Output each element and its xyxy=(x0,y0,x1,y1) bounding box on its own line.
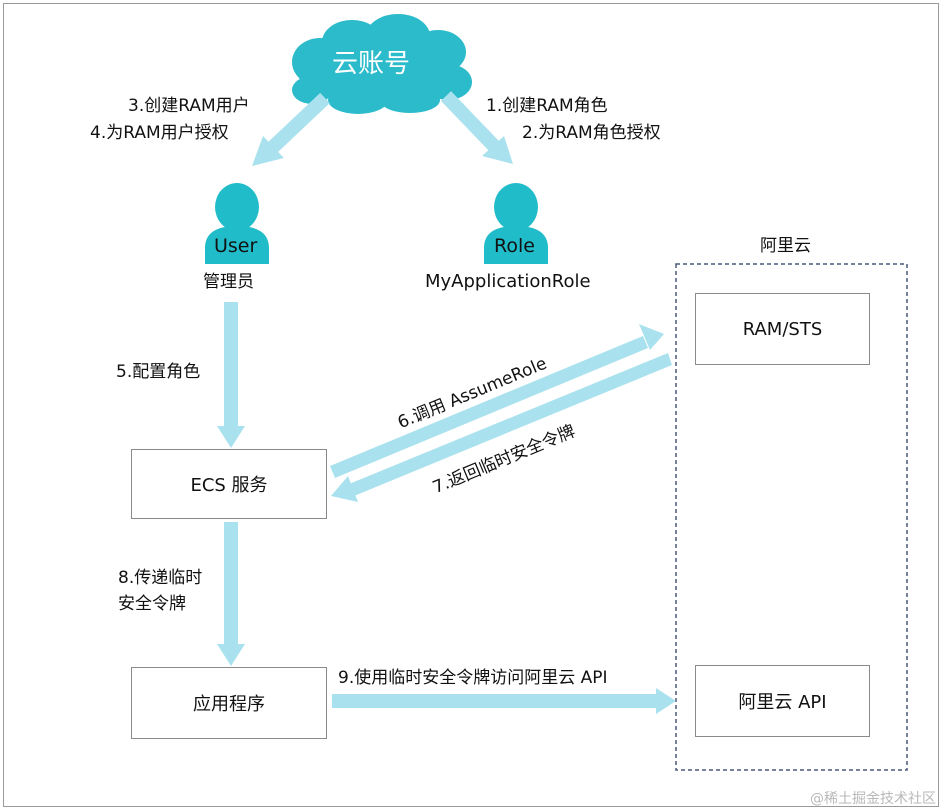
aliyun-group-label: 阿里云 xyxy=(760,236,811,256)
step-8-label-line2: 安全令牌 xyxy=(118,594,186,614)
aliyun-api-label: 阿里云 API xyxy=(738,692,827,713)
step-3-label: 3.创建RAM用户 xyxy=(128,96,250,116)
user-person-icon xyxy=(205,183,269,264)
step-9-label: 9.使用临时安全令牌访问阿里云 API xyxy=(338,668,608,688)
ecs-service-box: ECS 服务 xyxy=(131,449,327,519)
application-label: 应用程序 xyxy=(193,694,265,715)
role-person-icon xyxy=(484,183,548,264)
aliyun-group-border xyxy=(675,263,908,771)
cloud-account-label: 云账号 xyxy=(332,49,411,79)
arrow-cloud-to-user xyxy=(252,92,330,166)
step-8-label-line1: 8.传递临时 xyxy=(118,568,203,588)
arrow-user-to-ecs xyxy=(217,302,245,448)
ecs-service-label: ECS 服务 xyxy=(190,475,268,496)
arrow-return-token xyxy=(331,353,672,502)
ram-sts-box: RAM/STS xyxy=(695,293,870,365)
arrow-cloud-to-role xyxy=(440,91,513,164)
arrow-ecs-to-app xyxy=(217,522,245,666)
step-2-label: 2.为RAM角色授权 xyxy=(522,123,661,143)
step-1-label: 1.创建RAM角色 xyxy=(486,96,608,116)
role-caption: MyApplicationRole xyxy=(425,271,591,292)
arrow-assume-role xyxy=(330,324,664,478)
aliyun-api-box: 阿里云 API xyxy=(695,665,870,737)
user-caption: 管理员 xyxy=(203,272,254,292)
user-badge: User xyxy=(214,235,258,257)
role-badge: Role xyxy=(494,235,535,257)
diagram-frame xyxy=(3,3,939,807)
ram-sts-label: RAM/STS xyxy=(742,318,823,340)
arrow-app-to-api xyxy=(332,688,676,714)
watermark: @稀土掘金技术社区 xyxy=(810,791,936,807)
application-box: 应用程序 xyxy=(131,667,327,739)
step-4-label: 4.为RAM用户授权 xyxy=(90,123,229,143)
step-5-label: 5.配置角色 xyxy=(116,362,201,382)
